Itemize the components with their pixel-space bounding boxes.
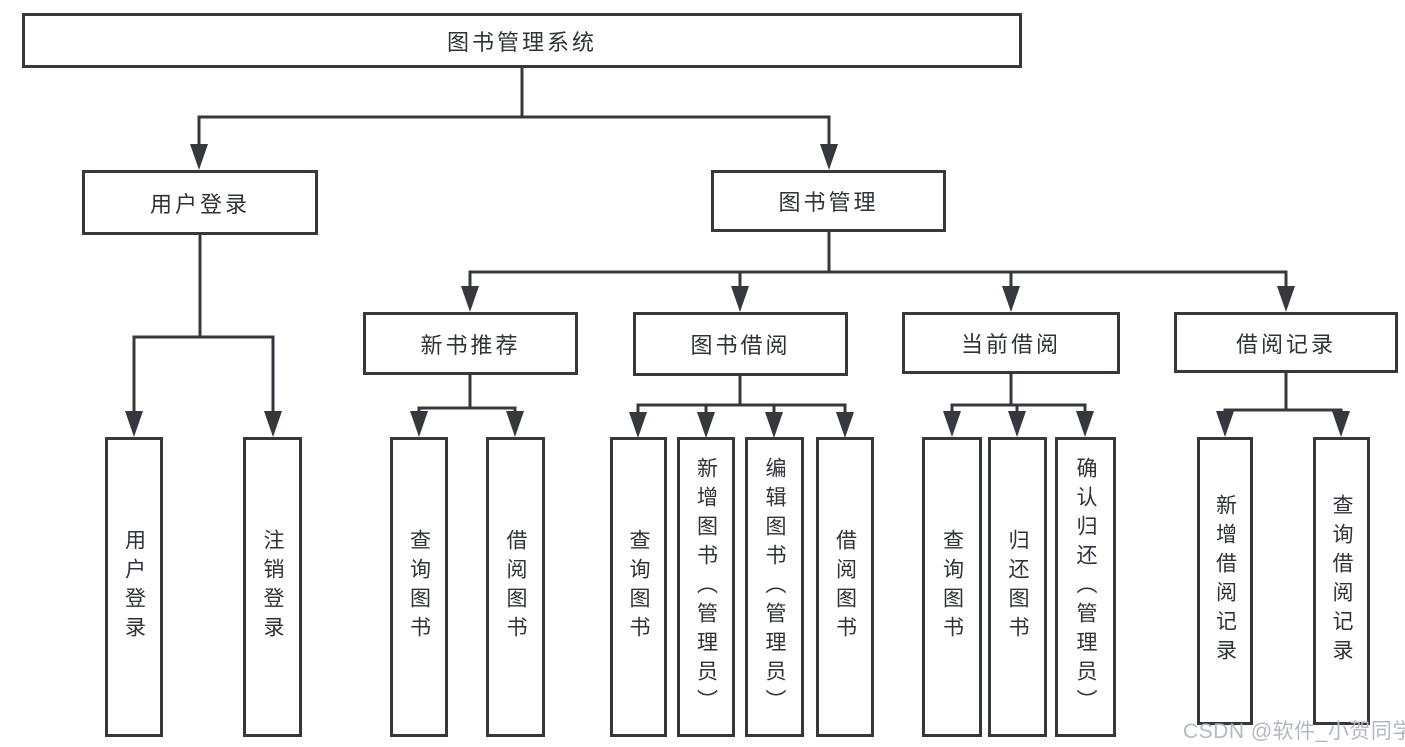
node-current-borrow: 当前借阅 — [902, 312, 1120, 374]
leaf-user-login: 用户登录 — [105, 437, 163, 737]
node-borrow-records: 借阅记录 — [1174, 312, 1398, 373]
leaf-newbook-query: 查询图书 — [390, 437, 448, 737]
node-borrow-records-label: 借阅记录 — [1235, 331, 1336, 357]
leaf-user-login-label: 用户登录 — [122, 529, 146, 645]
node-root: 图书管理系统 — [22, 13, 1022, 68]
leaf-logout-label: 注销登录 — [261, 529, 284, 645]
node-user-login: 用户登录 — [82, 170, 318, 235]
leaf-bookborrow-borrow-label: 借阅图书 — [833, 529, 857, 645]
leaf-newbook-borrow: 借阅图书 — [486, 437, 545, 737]
leaf-records-query: 查询借阅记录 — [1313, 437, 1370, 725]
leaf-current-confirm-label: 确认归还（管理员） — [1074, 456, 1097, 718]
leaf-current-return: 归还图书 — [988, 437, 1047, 737]
node-book-borrow-label: 图书借阅 — [690, 333, 791, 358]
leaf-current-return-label: 归还图书 — [1006, 529, 1029, 645]
node-user-login-label: 用户登录 — [149, 191, 250, 217]
node-book-management: 图书管理 — [711, 170, 946, 232]
leaf-bookborrow-borrow: 借阅图书 — [816, 437, 874, 737]
node-current-borrow-label: 当前借阅 — [960, 332, 1061, 357]
leaf-logout: 注销登录 — [243, 437, 302, 737]
leaf-bookborrow-edit: 编辑图书（管理员） — [745, 437, 804, 737]
leaf-current-confirm: 确认归还（管理员） — [1055, 437, 1116, 737]
csdn-watermark: CSDN @软件_小贺同学 — [1183, 720, 1405, 743]
leaf-bookborrow-query: 查询图书 — [610, 437, 667, 737]
leaf-current-query: 查询图书 — [922, 437, 982, 737]
leaf-newbook-borrow-label: 借阅图书 — [504, 529, 527, 645]
node-new-book-recommend-label: 新书推荐 — [420, 332, 521, 358]
arrowheads — [125, 144, 1350, 438]
leaf-current-query-label: 查询图书 — [940, 529, 964, 645]
leaf-records-add-label: 新增借阅记录 — [1213, 494, 1237, 668]
leaf-records-add: 新增借阅记录 — [1197, 437, 1253, 725]
leaf-bookborrow-query-label: 查询图书 — [627, 529, 650, 645]
leaf-bookborrow-add: 新增图书（管理员） — [677, 437, 735, 737]
node-book-management-label: 图书管理 — [778, 190, 879, 215]
node-new-book-recommend: 新书推荐 — [363, 312, 578, 375]
node-root-label: 图书管理系统 — [446, 29, 597, 55]
leaf-bookborrow-edit-label: 编辑图书（管理员） — [763, 456, 786, 718]
leaf-bookborrow-add-label: 新增图书（管理员） — [694, 456, 718, 718]
connector-path — [132, 66, 1343, 420]
node-book-borrow: 图书借阅 — [633, 312, 848, 376]
leaf-records-query-label: 查询借阅记录 — [1330, 494, 1353, 668]
leaf-newbook-query-label: 查询图书 — [407, 529, 431, 645]
